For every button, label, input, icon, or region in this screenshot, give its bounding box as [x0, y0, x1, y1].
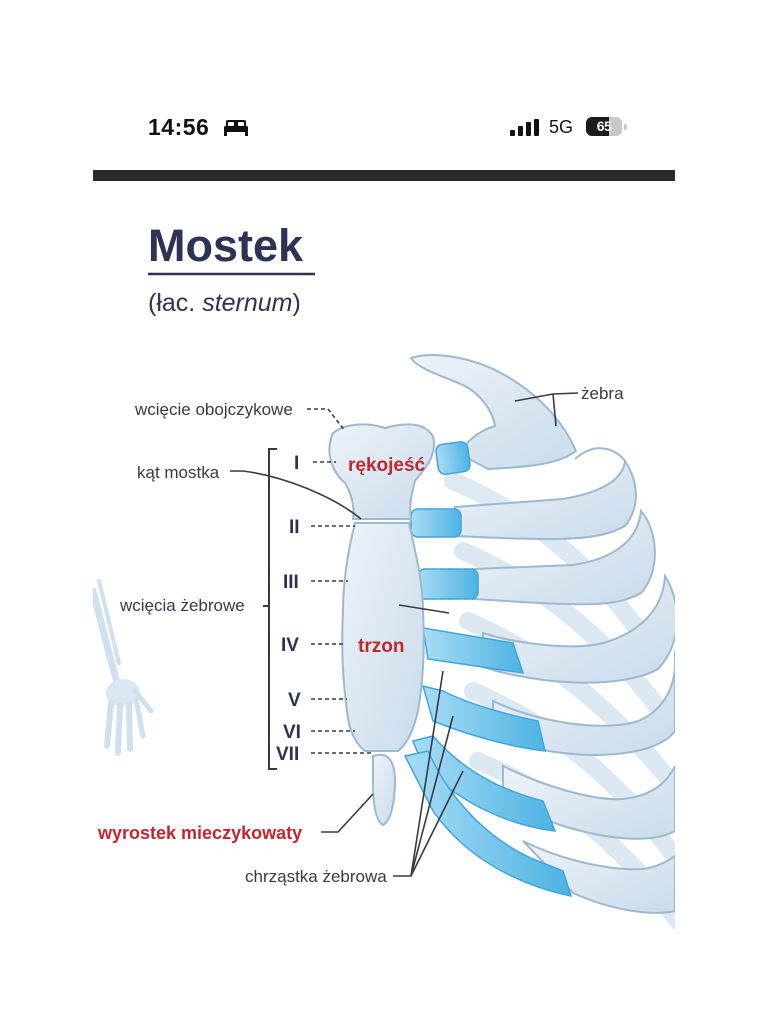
diagram-subtitle: (łac. sternum): [148, 289, 301, 317]
diagram-labels: wcięcie obojczykowe kąt mostka wcięcia ż…: [119, 384, 624, 886]
rib-numerals: I II III IV V VI VII: [276, 453, 301, 765]
label-kat-mostka: kąt mostka: [137, 463, 220, 482]
label-zebra: żebra: [581, 384, 624, 403]
label-rekojesc: rękojeść: [348, 455, 426, 476]
battery-fill: [586, 117, 610, 136]
status-time: 14:56: [148, 114, 210, 140]
numeral-I: I: [294, 453, 299, 474]
leader-zebra: [514, 392, 579, 427]
numeral-II: II: [289, 517, 300, 538]
label-trzon: trzon: [358, 636, 404, 657]
numeral-IV: IV: [281, 635, 299, 656]
leader-body-lateral: [398, 604, 450, 614]
hand-bones-illustration: [93, 579, 154, 756]
label-wyrostek: wyrostek mieczykowaty: [97, 823, 302, 843]
subtitle-prefix: (łac.: [148, 289, 202, 317]
rib-notch-lines: [311, 461, 373, 754]
numeral-VII: VII: [276, 744, 299, 765]
subtitle-latin: sternum: [202, 289, 292, 317]
diagram-title: Mostek: [148, 220, 304, 271]
sternum-diagram: Mostek (łac. sternum) I II III IV V VI V…: [93, 181, 675, 941]
sternum-bone: [328, 423, 435, 827]
leader-wciecie-obojczykowe: [307, 408, 346, 432]
page-divider-bar: [93, 170, 675, 181]
costal-cartilages: [403, 441, 573, 897]
label-wciecia-zebrowe: wcięcia żebrowe: [119, 596, 245, 615]
network-type: 5G: [549, 117, 574, 137]
highlight-labels: rękojeść trzon wyrostek mieczykowaty: [97, 455, 426, 843]
numeral-III: III: [283, 572, 299, 593]
leader-wyrostek: [321, 793, 374, 833]
leader-kat-mostka: [230, 470, 362, 520]
battery-percent: 65: [596, 118, 612, 134]
label-wciecie-obojczykowe: wcięcie obojczykowe: [134, 400, 293, 419]
battery-icon: 65: [586, 117, 622, 136]
leader-lines: [230, 392, 579, 877]
numeral-V: V: [288, 690, 301, 711]
sternum-diagram-svg: Mostek (łac. sternum) I II III IV V VI V…: [93, 220, 675, 930]
bed-icon: [224, 120, 248, 136]
cellular-signal-icon: [510, 119, 539, 136]
costal-notches-bracket: [263, 448, 277, 770]
status-bar: 14:56 5G 65: [0, 0, 768, 160]
battery-tip: [624, 124, 627, 130]
label-chrzastka: chrząstka żebrowa: [245, 867, 387, 886]
leader-chrzastka: [393, 670, 464, 877]
subtitle-suffix: ): [293, 289, 301, 317]
numeral-VI: VI: [283, 722, 301, 743]
